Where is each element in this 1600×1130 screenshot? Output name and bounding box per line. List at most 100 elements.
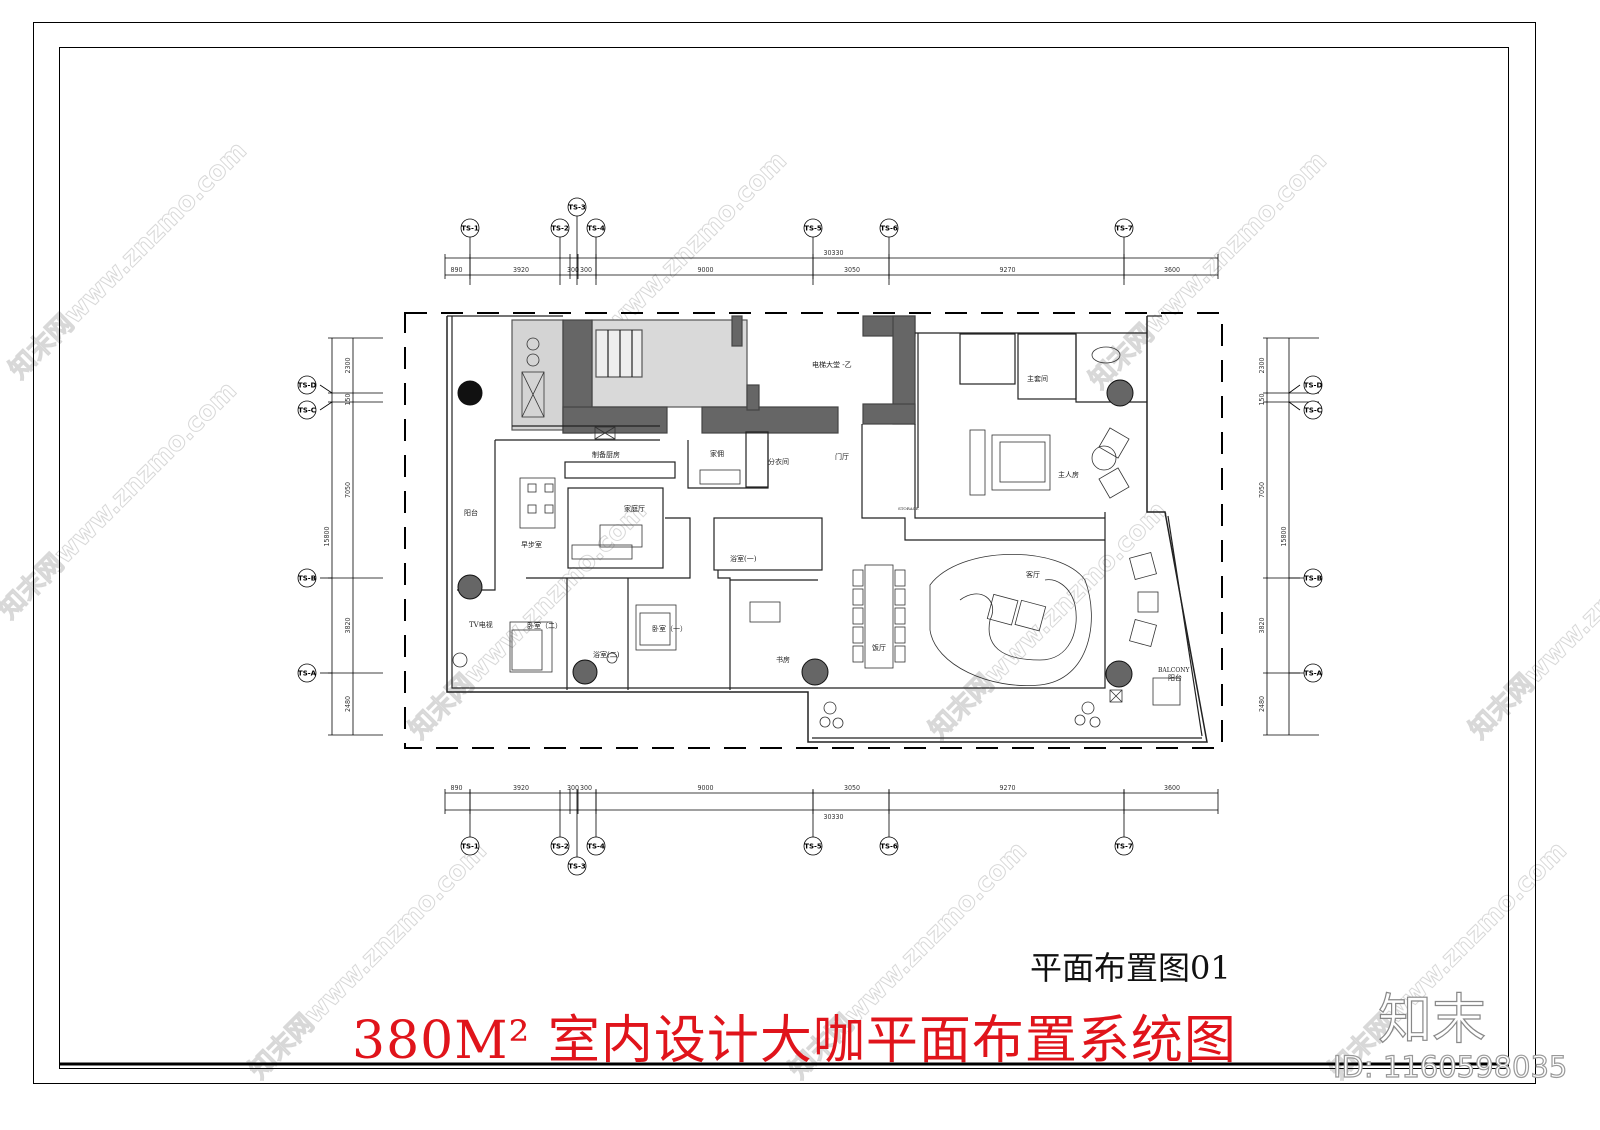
axis-bubble: [1114, 218, 1134, 238]
axis-label: TS-4: [587, 225, 605, 233]
dimension-label: 300: [580, 266, 592, 274]
dimension-label: 3820: [1258, 617, 1266, 633]
drawing-title: 380M² 室内设计大咖平面布置系统图: [352, 1011, 1237, 1071]
room-label-study: 书房: [776, 655, 790, 664]
dimension-label: 9270: [1000, 784, 1016, 792]
columns: [457, 379, 1134, 688]
room-label-balcony-cn: 阳台: [1168, 673, 1182, 682]
axis-label: TS-2: [551, 843, 569, 851]
dimension-label: 300: [580, 784, 592, 792]
dining-chair: [894, 569, 906, 587]
dimension-label: 3600: [1164, 784, 1180, 792]
outer-frame: [33, 22, 1536, 1084]
axis-bubble: [1303, 400, 1323, 420]
room-label-foyer: 门厅: [835, 452, 849, 461]
axis-bubble: [879, 218, 899, 238]
room-label-bath-1: 浴室(一): [730, 554, 757, 563]
dimension-label: 2480: [1258, 696, 1266, 712]
grid-line: [319, 401, 333, 411]
room-label-family-hall: 家庭厅: [624, 504, 645, 513]
dimension-total-label: 30330: [824, 249, 844, 257]
axis-bubble: [297, 663, 317, 683]
axis-label: TS-6: [880, 225, 898, 233]
axis-bubble: [803, 218, 823, 238]
axis-bubble: [297, 375, 317, 395]
axis-label: TS-5: [804, 225, 822, 233]
axis-label: TS-4: [587, 843, 605, 851]
dimension-label: 2480: [344, 696, 352, 712]
axis-label: TS-A: [298, 670, 317, 678]
dimension-label: 3820: [344, 617, 352, 633]
dining-chair: [852, 607, 864, 625]
axis-bubble: [1114, 836, 1134, 856]
axis-label: TS-D: [298, 382, 317, 390]
axis-bubble: [586, 836, 606, 856]
svg-text:知末网www.znzmo.com: 知末网www.znzmo.com: [404, 496, 653, 745]
dimension-label: 300: [567, 266, 579, 274]
furniture: [452, 337, 1181, 729]
dimension-label: 2300: [1258, 357, 1266, 373]
room-label-laundry: 分衣间: [768, 457, 789, 466]
dining-chair: [852, 645, 864, 663]
axis-bubble: [803, 836, 823, 856]
room-label-maid-room: 家佣: [710, 449, 724, 458]
dimension-label: 890: [451, 266, 463, 274]
axis-bubble: [879, 836, 899, 856]
axis-bubble: [297, 400, 317, 420]
axis-label: TS-3: [568, 204, 586, 212]
dimension-label: 3920: [513, 266, 529, 274]
dimension-label: 3600: [1164, 266, 1180, 274]
dimension-label: 2300: [344, 357, 352, 373]
dimension-label: 3920: [513, 784, 529, 792]
room-label-tv: TV电视: [469, 620, 493, 629]
site-boundary: [404, 312, 1223, 749]
dimension-total-label: 15800: [1280, 526, 1288, 546]
dimension-total-label: 30330: [824, 813, 844, 821]
room-label-master-bedroom: 主人房: [1058, 470, 1079, 479]
axis-label: TS-C: [298, 407, 316, 415]
drawing-subtitle: 平面布置图01: [1030, 949, 1231, 987]
dining-chair: [894, 588, 906, 606]
dining-chair: [894, 626, 906, 644]
axis-bubble: [550, 218, 570, 238]
dimension-total-label: 15800: [323, 526, 331, 546]
axis-label: TS-B: [1304, 575, 1322, 583]
axis-bubble: [586, 218, 606, 238]
logo: 知末: [1377, 987, 1486, 1051]
axis-bubble: [567, 856, 587, 876]
dimension-label: 890: [451, 784, 463, 792]
room-labels: 电梯大堂 -乙 制备厨房 家佣 分衣间 门厅 阳台 早步室 家庭厅 浴室(一) …: [464, 360, 1190, 682]
axis-bubble: [297, 568, 317, 588]
dining-chair: [852, 588, 864, 606]
svg-text:知末网www.znzmo.com: 知末网www.znzmo.com: [924, 496, 1173, 745]
axis-bubble: [550, 836, 570, 856]
dining-chair: [852, 569, 864, 587]
grid-line: [1288, 401, 1301, 411]
axis-label: TS-A: [1304, 670, 1323, 678]
svg-text:知末网www.znzmo.com: 知末网www.znzmo.com: [4, 136, 253, 385]
dimension-label: 150: [1258, 393, 1266, 405]
drawing-id: ID: 1160598035: [1332, 1049, 1568, 1084]
dimension-label: 7050: [1258, 482, 1266, 498]
svg-text:知末网www.znzmo.com: 知末网www.znzmo.com: [0, 376, 243, 625]
dimension-label: 300: [567, 784, 579, 792]
room-label-bath-2: 浴室(二): [593, 650, 620, 659]
grid-axes: TS-1TS-1TS-2TS-2TS-3TS-3TS-4TS-4TS-5TS-5…: [297, 197, 1323, 876]
axis-label: TS-B: [298, 575, 316, 583]
axis-label: TS-3: [568, 863, 586, 871]
dimension-label: 3050: [844, 784, 860, 792]
axis-label: TS-2: [551, 225, 569, 233]
dimension-label: 150: [344, 393, 352, 405]
room-label-bedroom-1: 卧室（一）: [652, 624, 687, 633]
grid-line: [1288, 384, 1301, 394]
axis-label: TS-5: [804, 843, 822, 851]
dimension-label: 7050: [344, 482, 352, 498]
room-label-dining: 饭厅: [872, 643, 886, 652]
axis-bubble: [460, 836, 480, 856]
watermark: 知末网www.znzmo.com 知末网www.znzmo.com 知末网www…: [0, 135, 1600, 1085]
dining-chair: [852, 626, 864, 644]
axis-label: TS-C: [1304, 407, 1322, 415]
